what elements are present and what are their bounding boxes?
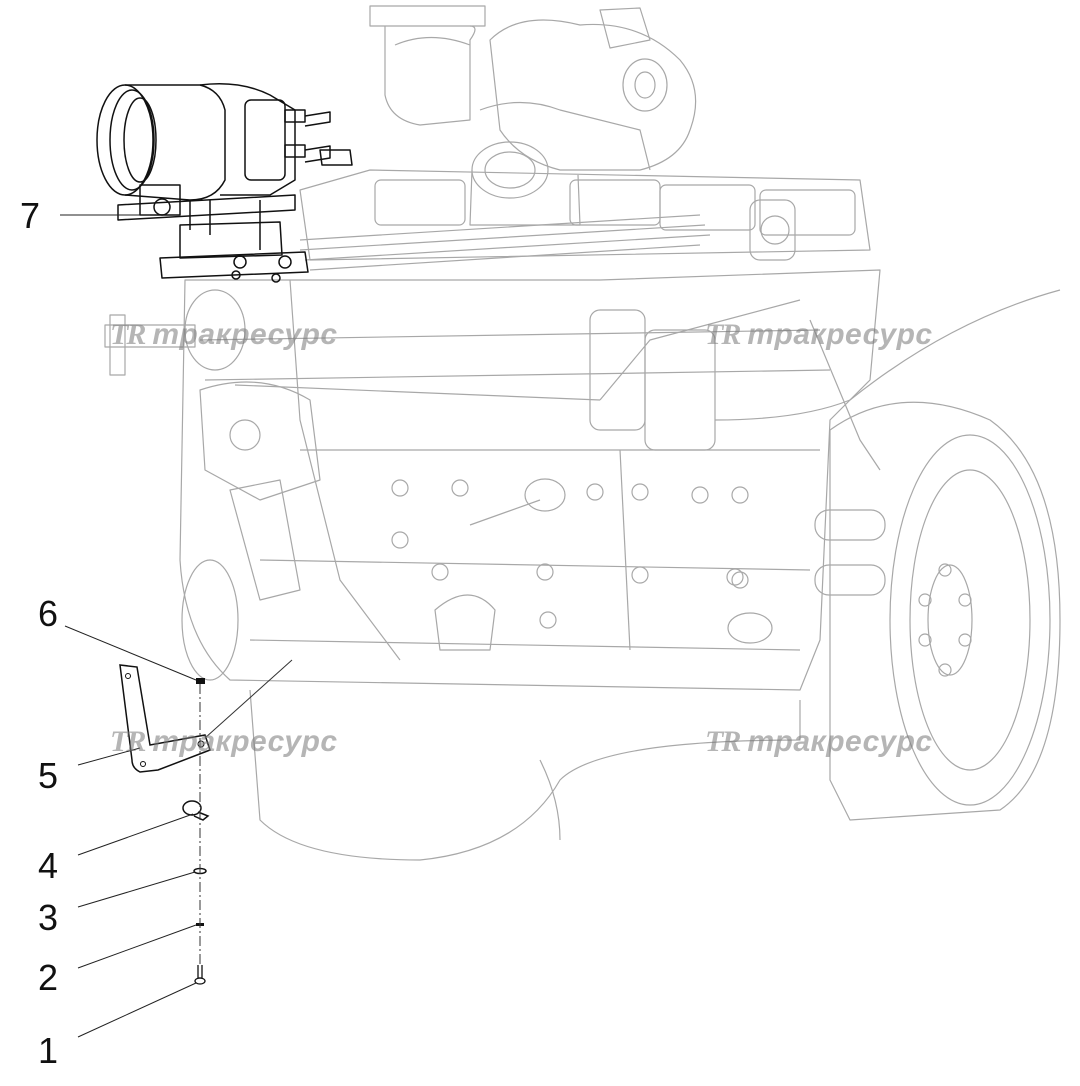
- bolt-part-1: [194, 965, 206, 985]
- callout-7: 7: [20, 195, 41, 236]
- leader-line-1: [77, 982, 197, 1038]
- compressor-assembly-part-7: [96, 83, 353, 283]
- engine-block-drawing: [104, 5, 1061, 861]
- bracket-part-5: [119, 664, 211, 773]
- clamp-part-4: [182, 800, 210, 821]
- leader-line-5: [77, 747, 141, 766]
- bracket-hole-top: [125, 673, 131, 679]
- bracket-hole-side: [197, 740, 205, 748]
- callout-4: 4: [38, 845, 59, 886]
- watermark-text: тракресурс: [152, 318, 338, 351]
- callout-1: 1: [38, 1030, 59, 1071]
- watermark-logo: TR: [110, 725, 146, 758]
- callout-3: 3: [38, 897, 59, 938]
- watermark-logo: TR: [705, 725, 741, 758]
- leader-line-6: [64, 625, 197, 681]
- callout-2: 2: [38, 957, 59, 998]
- nut-part-6: [196, 678, 205, 684]
- watermark-logo: TR: [705, 318, 741, 351]
- leader-line-3: [77, 871, 196, 908]
- leader-line-4: [77, 813, 194, 856]
- callout-5: 5: [38, 755, 59, 796]
- callout-6: 6: [38, 593, 59, 634]
- watermark-text: тракресурс: [747, 725, 933, 758]
- watermark-text: тракресурс: [747, 318, 933, 351]
- bracket-hole-bottom: [140, 761, 146, 767]
- assembly-axis-to-engine: [204, 659, 293, 739]
- watermark-logo: TR: [110, 318, 146, 351]
- leader-line-2: [77, 924, 197, 969]
- leader-lines: [60, 214, 197, 1038]
- watermark-text: тракресурс: [152, 725, 338, 758]
